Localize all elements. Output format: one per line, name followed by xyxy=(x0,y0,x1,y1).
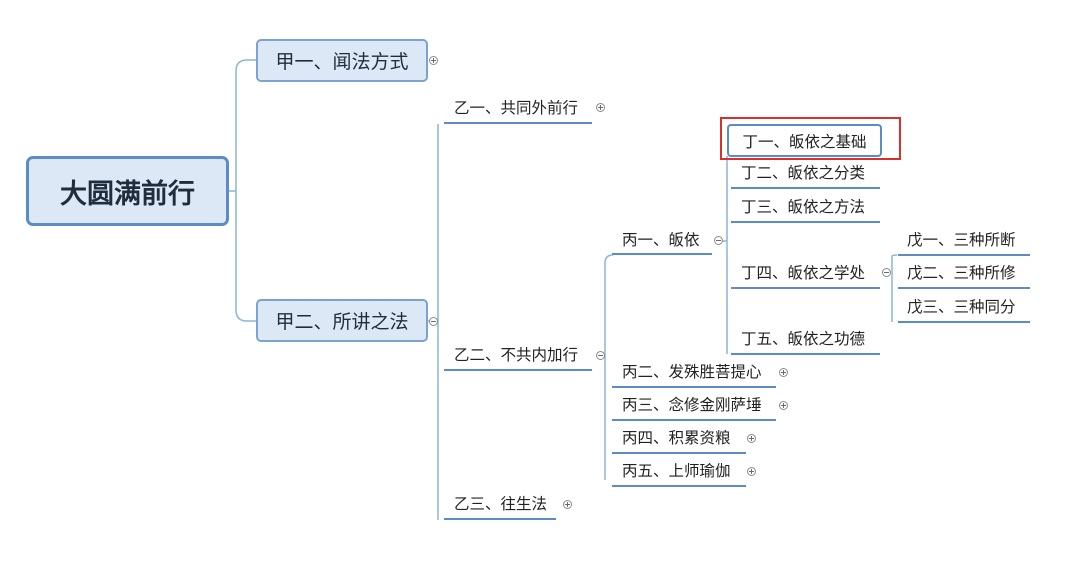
node-jia2[interactable]: 甲二、所讲之法 xyxy=(256,299,428,342)
connector-bing1-ding xyxy=(720,156,728,354)
expand-plus-icon[interactable] xyxy=(429,56,438,65)
node-bing2[interactable]: 丙二、发殊胜菩提心 xyxy=(622,363,762,381)
collapse-minus-icon[interactable] xyxy=(882,268,891,277)
node-bing3[interactable]: 丙三、念修金刚萨埵 xyxy=(622,396,762,414)
connector-yi2-bing xyxy=(604,254,614,480)
expand-plus-icon[interactable] xyxy=(779,401,788,410)
node-ding2[interactable]: 丁二、皈依之分类 xyxy=(741,164,866,182)
node-yi1[interactable]: 乙一、共同外前行 xyxy=(454,99,579,117)
expand-plus-icon[interactable] xyxy=(596,103,605,112)
collapse-minus-icon[interactable] xyxy=(596,351,605,360)
selection-highlight xyxy=(720,117,901,160)
node-ding1-selected[interactable]: 丁一、皈依之基础 xyxy=(727,124,882,157)
collapse-minus-icon[interactable] xyxy=(714,236,723,245)
expand-plus-icon[interactable] xyxy=(747,434,756,443)
connector-ding4-wu xyxy=(891,254,898,322)
node-ding4[interactable]: 丁四、皈依之学处 xyxy=(741,264,866,282)
node-bing1[interactable]: 丙一、皈依 xyxy=(622,231,700,249)
node-yi2[interactable]: 乙二、不共内加行 xyxy=(454,346,579,364)
expand-plus-icon[interactable] xyxy=(747,467,756,476)
node-wu2[interactable]: 戊二、三种所修 xyxy=(907,264,1016,282)
node-ding5[interactable]: 丁五、皈依之功德 xyxy=(741,330,866,348)
node-wu1[interactable]: 戊一、三种所断 xyxy=(907,231,1016,249)
expand-plus-icon[interactable] xyxy=(779,368,788,377)
node-bing4[interactable]: 丙四、积累资粮 xyxy=(622,429,731,447)
node-yi3[interactable]: 乙三、往生法 xyxy=(454,495,548,513)
node-ding3[interactable]: 丁三、皈依之方法 xyxy=(741,198,866,216)
node-bing5[interactable]: 丙五、上师瑜伽 xyxy=(622,462,731,480)
collapse-minus-icon[interactable] xyxy=(429,317,438,326)
node-jia1[interactable]: 甲一、闻法方式 xyxy=(256,39,428,82)
node-wu3[interactable]: 戊三、三种同分 xyxy=(907,298,1016,316)
root-node[interactable]: 大圆满前行 xyxy=(26,156,229,226)
expand-plus-icon[interactable] xyxy=(563,500,572,509)
connector-root-jia xyxy=(229,59,256,322)
